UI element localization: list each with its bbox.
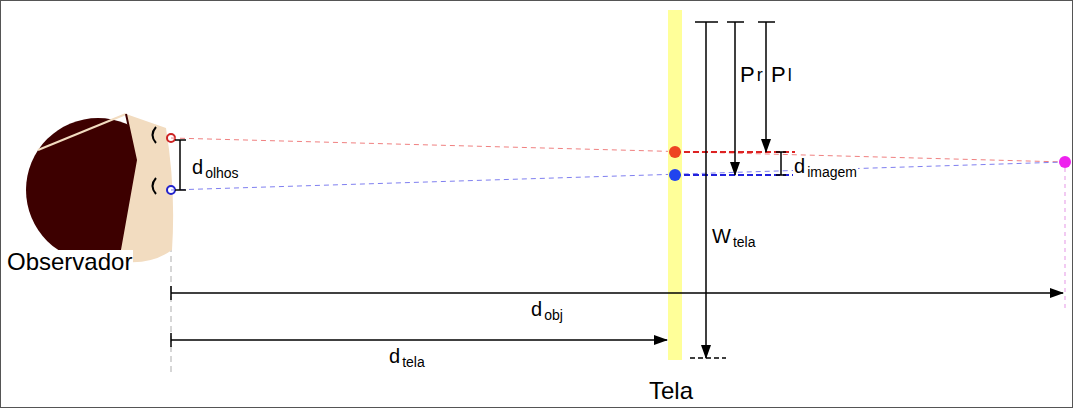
- bracket-tick: [776, 174, 786, 176]
- object-point: [1059, 156, 1071, 168]
- hair-parting: [38, 114, 126, 150]
- face-edge: [118, 114, 136, 261]
- bracket-tick: [175, 189, 186, 191]
- blue-image-point: [669, 169, 681, 181]
- dimension-subscript: r: [756, 66, 764, 84]
- dimension-symbol: d: [191, 157, 204, 177]
- screen-width-arrow: [705, 22, 707, 358]
- bracket-tick: [175, 139, 186, 141]
- red-image-point: [669, 146, 681, 158]
- left-position-arrow: [765, 22, 767, 152]
- dimension-subscript: tela: [732, 235, 757, 249]
- observer-face: [118, 114, 173, 262]
- dimension-tick: [690, 357, 726, 359]
- object-distance-arrow: [171, 292, 1063, 294]
- eye-distance-bracket: [179, 140, 181, 190]
- dimension-subscript: imagem: [806, 165, 858, 179]
- dimension-symbol: d: [793, 156, 806, 176]
- dimension-symbol: d: [388, 346, 401, 366]
- eye-brow: [153, 127, 157, 143]
- screen-label: Tela: [648, 379, 694, 403]
- image-distance-bracket: [780, 152, 782, 175]
- dimension-symbol: P: [739, 64, 756, 86]
- dimension-subscript: l: [787, 66, 793, 84]
- bracket-tick: [776, 151, 786, 153]
- blue-sight-line: [171, 162, 1065, 190]
- dimension-subscript: tela: [401, 355, 426, 369]
- dimension-symbol: P: [770, 64, 787, 86]
- dimension-subscript: obj: [543, 308, 564, 322]
- screen: [668, 10, 682, 360]
- dimension-symbol: W: [711, 226, 732, 246]
- observer-label: Observador: [6, 250, 133, 274]
- red-sight-line: [171, 138, 1065, 162]
- screen-distance-arrow: [171, 339, 667, 341]
- dimension-subscript: olhos: [204, 166, 239, 180]
- right-position-arrow: [734, 22, 736, 175]
- eye-brow: [153, 178, 157, 194]
- dimension-symbol: d: [530, 299, 543, 319]
- object-guide: [1064, 168, 1065, 312]
